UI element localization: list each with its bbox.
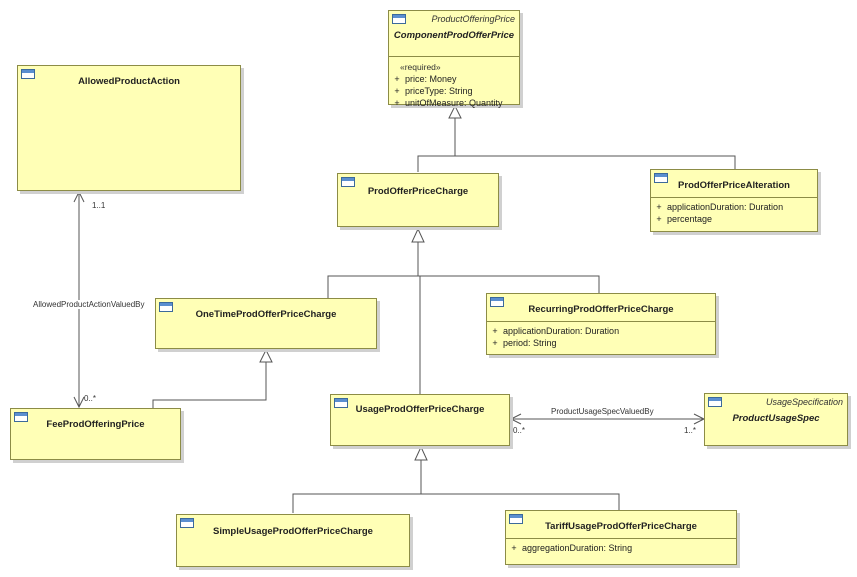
multiplicity-usage-end: 0..* [513,426,526,435]
visibility-marker: + [656,214,662,224]
class-prod-offer-price-charge[interactable]: ProdOfferPriceCharge [337,173,499,227]
class-component-prod-offer-price[interactable]: ProductOfferingPrice ComponentProdOfferP… [388,10,520,108]
class-name: ProductUsageSpec [732,413,820,424]
class-tariff-usage-prod-offer-price-charge[interactable]: TariffUsageProdOfferPriceCharge + aggrega… [505,510,737,565]
class-one-time-prod-offer-price-charge[interactable]: OneTimeProdOfferPriceCharge [155,298,377,349]
class-name: ComponentProdOfferPrice [393,30,515,41]
required-label: «required» [400,62,441,72]
compartment-separator [506,538,736,539]
class-icon [21,69,35,79]
generalization-arrowhead-charge [411,227,425,243]
class-prod-offer-price-alteration[interactable]: ProdOfferPriceAlteration + applicationDur… [650,169,818,232]
class-product-usage-spec[interactable]: UsageSpecification ProductUsageSpec [704,393,848,446]
attribute-row: + unitOfMeasure: Quantity [389,97,519,109]
association-name-allowed-fee: AllowedProductActionValuedBy [33,300,145,309]
attribute-row: + period: String [487,337,715,349]
class-icon [341,177,355,187]
association-arrow-allowed [73,190,85,203]
attribute-list: + applicationDuration: Duration + period: … [487,325,715,349]
attribute-row: + applicationDuration: Duration [487,325,715,337]
class-name: FeeProdOfferingPrice [46,419,145,430]
class-recurring-prod-offer-price-charge[interactable]: RecurringProdOfferPriceCharge + applicati… [486,293,716,355]
class-icon [180,518,194,528]
generalization-arrowhead-usage [414,445,428,461]
attribute-row: + aggregationDuration: String [506,542,736,554]
class-fee-prod-offering-price[interactable]: FeeProdOfferingPrice [10,408,181,460]
attribute-list: + applicationDuration: Duration + percenta… [651,201,817,225]
attribute-text: priceType: String [405,86,473,96]
attribute-text: applicationDuration: Duration [503,326,620,336]
attribute-list: «required» + price: Money + priceType: Str… [389,61,519,109]
generalization-simple-to-usage[interactable] [292,493,620,513]
association-arrow-fee [73,396,85,409]
class-icon [490,297,504,307]
attribute-text: price: Money [405,74,457,84]
class-name: ProdOfferPriceCharge [367,186,469,197]
multiplicity-allowed-end: 1..1 [92,201,106,210]
attribute-row: + percentage [651,213,817,225]
generalization-arrowhead-onetime [259,348,273,363]
class-simple-usage-prod-offer-price-charge[interactable]: SimpleUsageProdOfferPriceCharge [176,514,410,567]
visibility-marker: + [394,74,400,84]
compartment-separator [487,321,715,322]
generalization-onetime-to-charge[interactable] [327,275,600,298]
class-icon [14,412,28,422]
multiplicity-spec-end: 1..* [684,426,697,435]
generalization-arrowhead-component [448,104,462,119]
visibility-marker: + [394,86,400,96]
class-name: UsageProdOfferPriceCharge [355,404,485,415]
class-icon [159,302,173,312]
visibility-marker: + [492,326,498,336]
attribute-text: percentage [667,214,713,224]
class-name: ProdOfferPriceAlteration [678,180,790,191]
class-name: RecurringProdOfferPriceCharge [528,304,674,315]
class-usage-prod-offer-price-charge[interactable]: UsageProdOfferPriceCharge [330,394,510,446]
association-arrow-usage [509,413,522,425]
visibility-marker: + [656,202,662,212]
attribute-row: + applicationDuration: Duration [651,201,817,213]
visibility-marker: + [492,338,498,348]
attribute-text: applicationDuration: Duration [667,202,784,212]
class-name: AllowedProductAction [78,76,180,87]
attribute-text: unitOfMeasure: Quantity [405,98,503,108]
attribute-row: + priceType: String [389,85,519,97]
stereotype-label: ProductOfferingPrice [431,14,515,24]
association-name-usage-spec: ProductUsageSpecValuedBy [551,407,654,416]
class-allowed-product-action[interactable]: AllowedProductAction [17,65,241,191]
stereotype-label: UsageSpecification [765,397,843,407]
generalization-fee-to-onetime[interactable] [152,362,267,408]
generalization-charge-to-component[interactable] [417,155,736,172]
class-icon [334,398,348,408]
visibility-marker: + [511,543,517,553]
attribute-list: + aggregationDuration: String [506,542,736,554]
class-icon [392,14,406,24]
visibility-marker: + [394,98,400,108]
compartment-separator [389,56,519,57]
class-icon [509,514,523,524]
class-name: SimpleUsageProdOfferPriceCharge [213,526,373,537]
compartment-separator [651,197,817,198]
attribute-row: + price: Money [389,73,519,85]
attribute-text: period: String [503,338,557,348]
multiplicity-fee-end: 0..* [84,394,97,403]
class-icon [708,397,722,407]
class-name: TariffUsageProdOfferPriceCharge [545,521,697,532]
class-name: OneTimeProdOfferPriceCharge [195,309,337,320]
class-icon [654,173,668,183]
attribute-text: aggregationDuration: String [522,543,633,553]
